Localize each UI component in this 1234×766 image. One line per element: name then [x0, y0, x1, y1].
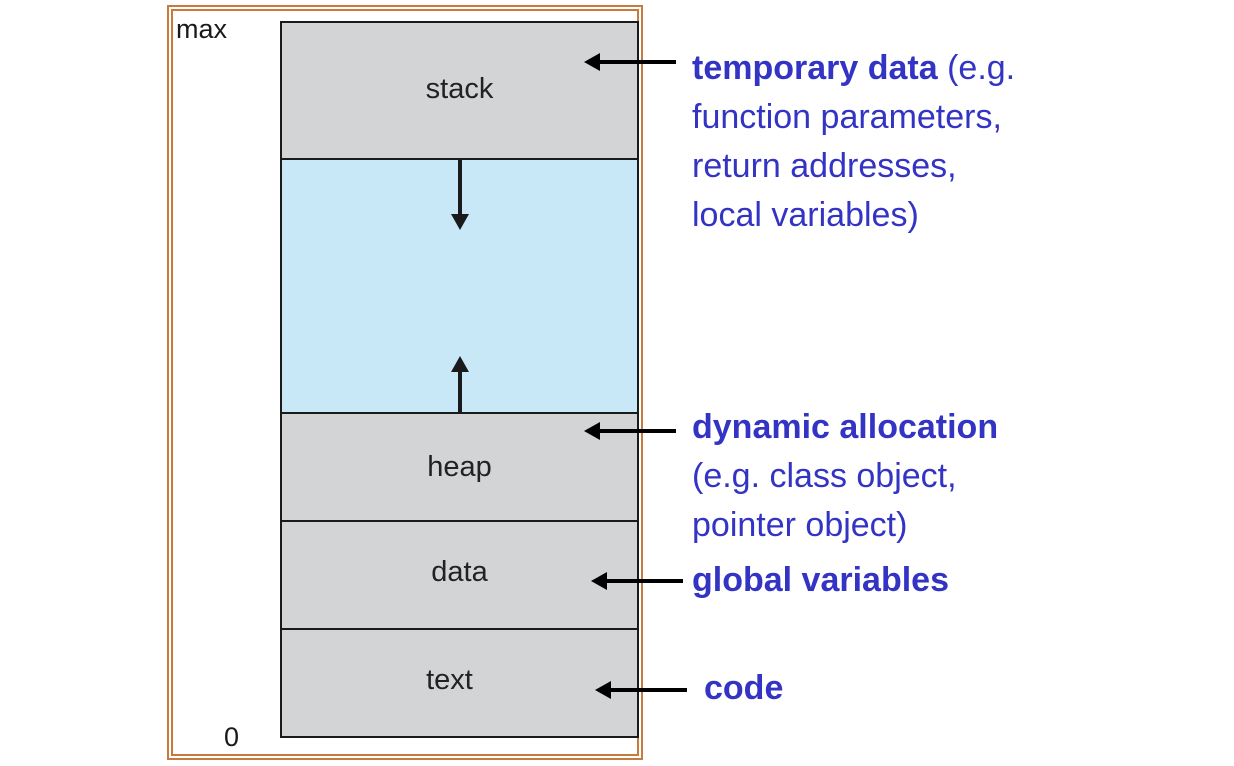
- address-max-label: max: [176, 14, 228, 44]
- heap-annotation-arrow: [584, 422, 676, 440]
- segment-text-label: text: [426, 664, 473, 696]
- heap-annotation: dynamic allocation (e.g. class object, p…: [692, 403, 998, 550]
- stack-annotation-line3: return addresses,: [692, 147, 957, 185]
- segment-text: text: [280, 628, 639, 738]
- segment-stack: stack: [280, 21, 639, 160]
- segment-heap: heap: [280, 412, 639, 522]
- data-annotation-arrow: [591, 572, 683, 590]
- text-annotation-title: code: [704, 669, 784, 707]
- stack-annotation-line4: local variables): [692, 196, 919, 234]
- heap-annotation-title: dynamic allocation: [692, 408, 999, 446]
- stack-growth-down-arrow: [451, 160, 469, 230]
- stack-annotation-title: temporary data: [692, 49, 938, 87]
- data-annotation-title: global variables: [692, 561, 949, 599]
- heap-annotation-line3: pointer object): [692, 506, 908, 544]
- segment-stack-label: stack: [425, 72, 494, 105]
- text-annotation: code: [704, 664, 783, 713]
- stack-annotation-arrow: [584, 53, 676, 71]
- text-annotation-arrow: [595, 681, 687, 699]
- stack-annotation-line2: function parameters,: [692, 98, 1002, 136]
- heap-growth-up-arrow: [451, 356, 469, 412]
- stack-annotation-eg: (e.g.: [937, 49, 1016, 87]
- segment-data-label: data: [431, 556, 488, 588]
- address-zero-label: 0: [224, 722, 240, 752]
- segment-data: data: [280, 520, 639, 630]
- heap-annotation-line2: (e.g. class object,: [692, 457, 957, 495]
- data-annotation: global variables: [692, 556, 949, 605]
- memory-frame-outer: [167, 5, 643, 760]
- stack-annotation: temporary data (e.g. function parameters…: [692, 44, 1015, 240]
- segment-heap-label: heap: [427, 450, 492, 483]
